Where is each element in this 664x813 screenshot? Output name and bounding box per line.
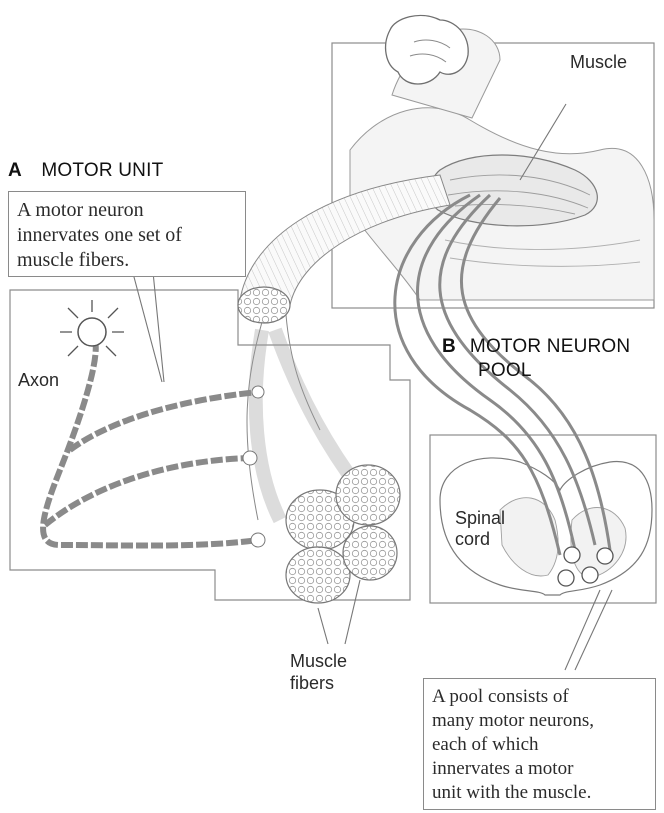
callout-line: A pool consists of xyxy=(432,685,647,709)
callout-line: muscle fibers. xyxy=(17,248,237,273)
callout-line: unit with the muscle. xyxy=(432,781,647,805)
pool-title-line1: MOTOR NEURON xyxy=(470,336,630,357)
spinal-cord-line1: Spinal xyxy=(455,508,505,529)
pool-letter: B xyxy=(442,336,456,357)
motor-neuron-callout: A motor neuron innervates one set of mus… xyxy=(8,191,246,277)
callout-line: many motor neurons, xyxy=(432,709,647,733)
callout-line: innervates one set of xyxy=(17,223,237,248)
muscle-label: Muscle xyxy=(570,52,627,73)
callout-line: each of which xyxy=(432,733,647,757)
muscle-fibers-line1: Muscle xyxy=(290,650,347,672)
motor-pool-callout: A pool consists of many motor neurons, e… xyxy=(423,678,656,810)
muscle-fibers-label: Muscle fibers xyxy=(290,650,347,694)
pool-title-line2: POOL xyxy=(442,359,630,383)
muscle-fibers-line2: fibers xyxy=(290,672,347,694)
axon-label: Axon xyxy=(18,370,59,391)
motor-neuron-pool-heading: B MOTOR NEURON POOL xyxy=(442,335,630,383)
spinal-cord-line2: cord xyxy=(455,529,505,550)
motor-unit-letter: A xyxy=(8,160,22,181)
callout-line: A motor neuron xyxy=(17,198,237,223)
motor-unit-heading: A MOTOR UNIT xyxy=(8,160,163,182)
spinal-cord-label: Spinal cord xyxy=(455,508,505,550)
callout-line: innervates a motor xyxy=(432,757,647,781)
motor-unit-title: MOTOR UNIT xyxy=(41,160,163,181)
